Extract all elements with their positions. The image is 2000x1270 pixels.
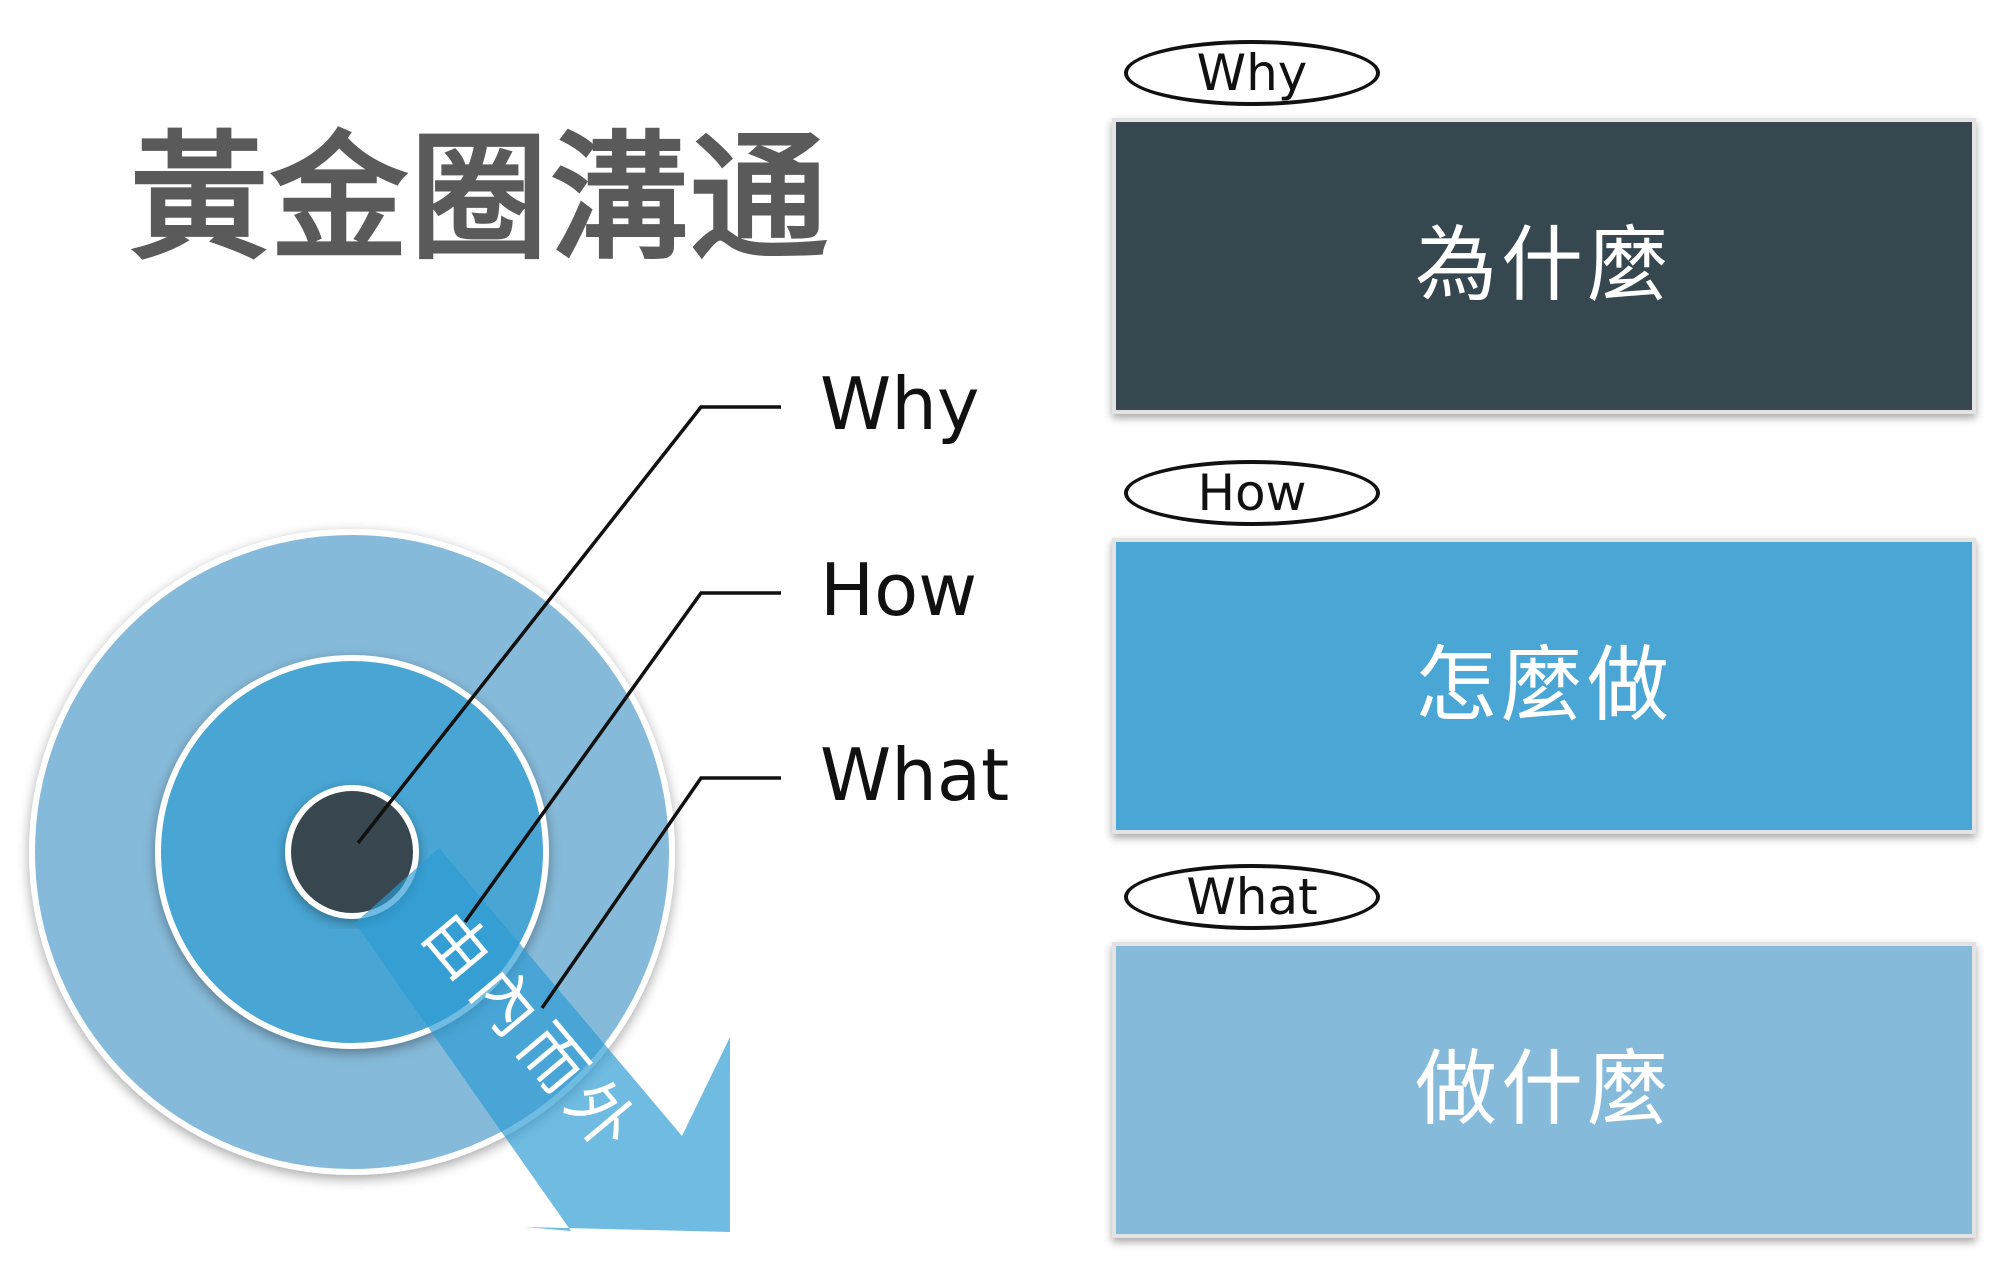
golden-circle-diagram: 由內而外 Why How What xyxy=(0,300,1080,1270)
golden-circle-svg: 由內而外 xyxy=(29,405,781,1232)
page-title: 黃金圈溝通 xyxy=(130,118,831,279)
box-what: 做什麼 xyxy=(1112,942,1976,1238)
core-circle-why xyxy=(285,785,419,919)
label-what: What xyxy=(820,733,1010,817)
section-how: How 怎麼做 xyxy=(1112,460,1976,834)
leader-line-what xyxy=(540,776,781,1009)
leader-line-how xyxy=(463,591,781,924)
label-how: How xyxy=(820,548,978,632)
section-what: What 做什麼 xyxy=(1112,864,1976,1238)
inside-out-arrow xyxy=(355,848,730,1232)
section-why: Why 為什麼 xyxy=(1112,40,1976,414)
tag-why: Why xyxy=(1124,40,1380,106)
tag-how: How xyxy=(1124,460,1380,526)
box-why: 為什麼 xyxy=(1112,118,1976,414)
box-how: 怎麼做 xyxy=(1112,538,1976,834)
leader-line-why xyxy=(356,405,781,845)
label-why: Why xyxy=(820,362,980,446)
tag-what: What xyxy=(1124,864,1380,930)
